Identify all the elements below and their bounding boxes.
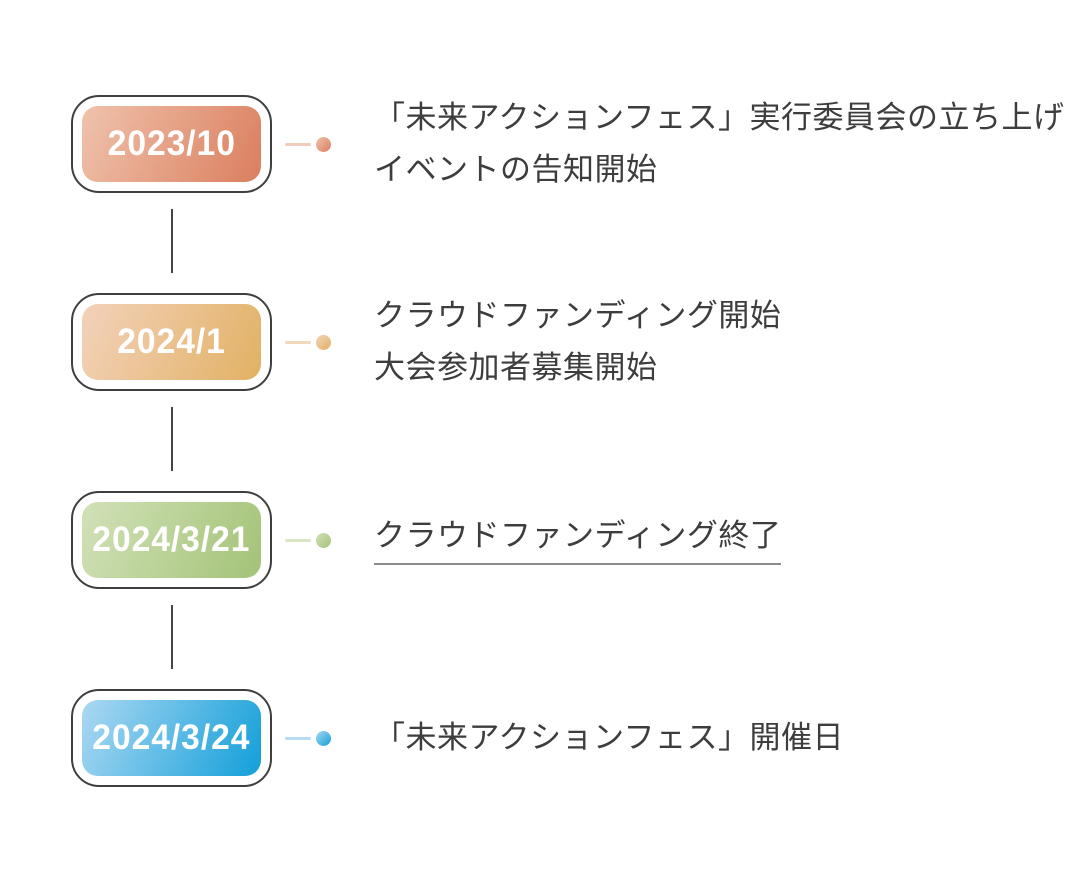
vertical-connector-line xyxy=(171,605,173,669)
date-badge-fill: 2024/3/24 xyxy=(82,700,261,776)
event-description: 「未来アクションフェス」開催日 xyxy=(374,712,844,764)
date-label: 2023/10 xyxy=(107,124,236,163)
event-timeline: 2023/10 「未来アクションフェス」実行委員会の立ち上げ イベントの告知開始… xyxy=(71,95,1080,787)
vertical-connector-line xyxy=(171,209,173,273)
connector xyxy=(285,136,337,152)
connector xyxy=(285,334,337,350)
description-line: 大会参加者募集開始 xyxy=(374,350,658,385)
description-line: クラウドファンディング開始 xyxy=(374,298,782,333)
date-label: 2024/3/24 xyxy=(92,718,251,757)
description-line: 「未来アクションフェス」開催日 xyxy=(374,720,845,755)
connector xyxy=(285,532,337,548)
timeline-item: 2024/3/24 「未来アクションフェス」開催日 xyxy=(71,689,1080,787)
date-label: 2024/3/21 xyxy=(92,520,251,559)
event-description: クラウドファンディング終了 xyxy=(374,516,782,565)
connector-dot xyxy=(316,334,331,350)
date-badge: 2024/3/24 xyxy=(71,689,272,787)
timeline-item: 2023/10 「未来アクションフェス」実行委員会の立ち上げ イベントの告知開始 xyxy=(71,95,1080,193)
vertical-connector-line xyxy=(171,407,173,471)
connector-line xyxy=(285,538,311,542)
description-line: 「未来アクションフェス」実行委員会の立ち上げ xyxy=(374,100,1065,135)
connector-line xyxy=(285,142,311,146)
vertical-connector xyxy=(71,589,1080,689)
date-badge-fill: 2024/1 xyxy=(82,304,261,380)
date-badge: 2024/1 xyxy=(71,293,272,391)
date-badge: 2024/3/21 xyxy=(71,491,272,589)
connector-line xyxy=(285,736,311,740)
timeline-item: 2024/3/21 クラウドファンディング終了 xyxy=(71,491,1080,589)
description-line-underlined[interactable]: クラウドファンディング終了 xyxy=(374,516,782,565)
connector-line xyxy=(285,340,311,344)
date-badge-fill: 2023/10 xyxy=(82,106,261,182)
connector-dot xyxy=(316,532,331,548)
description-line: イベントの告知開始 xyxy=(374,152,658,187)
connector-dot xyxy=(316,136,331,152)
vertical-connector xyxy=(71,193,1080,293)
event-description: クラウドファンディング開始 大会参加者募集開始 xyxy=(374,290,781,394)
vertical-connector xyxy=(71,391,1080,491)
event-description: 「未来アクションフェス」実行委員会の立ち上げ イベントの告知開始 xyxy=(374,92,1065,196)
connector-dot xyxy=(316,730,331,746)
date-badge-fill: 2024/3/21 xyxy=(82,502,261,578)
connector xyxy=(285,730,337,746)
date-label: 2024/1 xyxy=(117,322,226,361)
date-badge: 2023/10 xyxy=(71,95,272,193)
timeline-item: 2024/1 クラウドファンディング開始 大会参加者募集開始 xyxy=(71,293,1080,391)
